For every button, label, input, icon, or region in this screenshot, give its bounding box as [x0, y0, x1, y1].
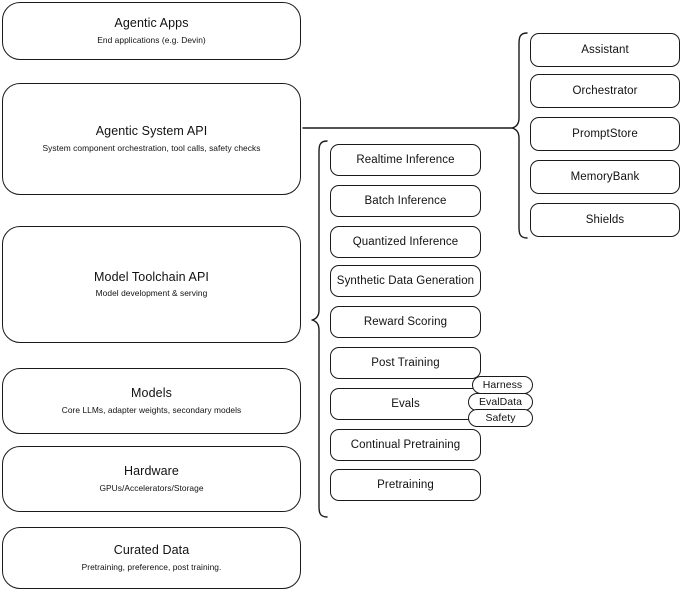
- system-item-label: MemoryBank: [570, 171, 640, 183]
- brace-system-components: [511, 32, 528, 239]
- eval-subcomponent-harness[interactable]: Harness: [472, 376, 533, 394]
- toolchain-item-quantized-inference[interactable]: Quantized Inference: [330, 226, 481, 258]
- layer-models[interactable]: Models Core LLMs, adapter weights, secon…: [2, 368, 301, 434]
- layer-title: Models: [131, 386, 172, 401]
- toolchain-item-label: Quantized Inference: [352, 236, 459, 248]
- system-item-assistant[interactable]: Assistant: [530, 33, 680, 67]
- eval-subcomponent-label: Safety: [485, 412, 516, 424]
- toolchain-item-label: Realtime Inference: [356, 154, 455, 166]
- toolchain-item-label: Post Training: [371, 357, 440, 369]
- layer-agentic-apps[interactable]: Agentic Apps End applications (e.g. Devi…: [2, 2, 301, 60]
- toolchain-item-evals[interactable]: Evals: [330, 388, 481, 420]
- toolchain-item-label: Reward Scoring: [363, 316, 448, 328]
- layer-subtitle: System component orchestration, tool cal…: [42, 142, 261, 153]
- toolchain-item-label: Synthetic Data Generation: [336, 275, 475, 287]
- system-item-shields[interactable]: Shields: [530, 203, 680, 237]
- toolchain-item-realtime-inference[interactable]: Realtime Inference: [330, 144, 481, 176]
- layer-subtitle: Pretraining, preference, post training.: [81, 561, 222, 572]
- toolchain-item-batch-inference[interactable]: Batch Inference: [330, 185, 481, 217]
- toolchain-item-label: Batch Inference: [364, 195, 447, 207]
- eval-subcomponent-label: Harness: [482, 379, 523, 391]
- system-item-label: Assistant: [581, 44, 629, 56]
- toolchain-item-pretraining[interactable]: Pretraining: [330, 469, 481, 501]
- system-item-orchestrator[interactable]: Orchestrator: [530, 74, 680, 108]
- layer-model-toolchain-api[interactable]: Model Toolchain API Model development & …: [2, 226, 301, 343]
- layer-title: Agentic System API: [95, 124, 208, 139]
- eval-subcomponent-safety[interactable]: Safety: [468, 409, 533, 427]
- toolchain-item-synthetic-data-generation[interactable]: Synthetic Data Generation: [330, 265, 481, 297]
- layer-subtitle: GPUs/Accelerators/Storage: [99, 482, 204, 493]
- eval-subcomponent-label: EvalData: [478, 396, 522, 408]
- brace-toolchain-components: [311, 140, 328, 518]
- layer-agentic-system-api[interactable]: Agentic System API System component orch…: [2, 83, 301, 195]
- layer-subtitle: Model development & serving: [95, 288, 208, 299]
- layer-title: Curated Data: [113, 543, 190, 558]
- system-item-label: PromptStore: [572, 128, 638, 140]
- layer-title: Hardware: [124, 464, 179, 479]
- system-item-label: Shields: [585, 214, 625, 226]
- layer-title: Model Toolchain API: [94, 269, 209, 284]
- system-item-promptstore[interactable]: PromptStore: [530, 117, 680, 151]
- system-item-memorybank[interactable]: MemoryBank: [530, 160, 680, 194]
- toolchain-item-post-training[interactable]: Post Training: [330, 347, 481, 379]
- system-item-label: Orchestrator: [572, 85, 638, 97]
- toolchain-item-continual-pretraining[interactable]: Continual Pretraining: [330, 429, 481, 461]
- toolchain-item-label: Evals: [391, 398, 420, 410]
- toolchain-item-label: Continual Pretraining: [350, 439, 461, 451]
- layer-title: Agentic Apps: [114, 16, 189, 31]
- toolchain-item-label: Pretraining: [377, 479, 434, 491]
- layer-subtitle: End applications (e.g. Devin): [97, 34, 206, 45]
- layer-hardware[interactable]: Hardware GPUs/Accelerators/Storage: [2, 446, 301, 512]
- layer-subtitle: Core LLMs, adapter weights, secondary mo…: [61, 404, 242, 415]
- layer-curated-data[interactable]: Curated Data Pretraining, preference, po…: [2, 527, 301, 589]
- toolchain-item-reward-scoring[interactable]: Reward Scoring: [330, 306, 481, 338]
